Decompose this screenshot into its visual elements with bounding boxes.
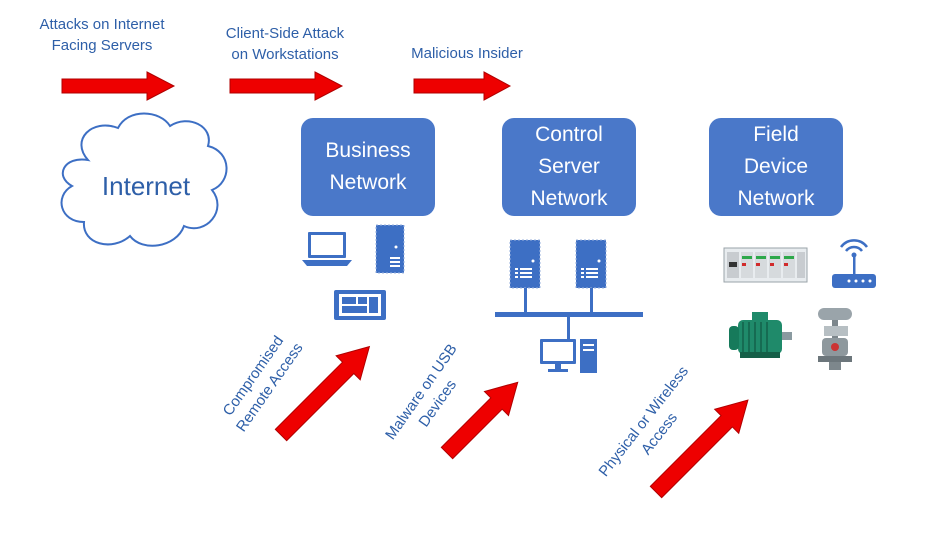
server-icon-control-2 <box>575 239 607 289</box>
plc-rack-icon <box>723 247 808 283</box>
wireless-router-icon <box>832 239 876 288</box>
arrow-usb-devices <box>440 381 519 460</box>
control-server-network-box: Control Server Network <box>502 118 636 216</box>
label-internet-attacks: Attacks on Internet Facing Servers <box>39 16 165 54</box>
arrow-client-side <box>229 71 344 101</box>
network-bus <box>495 288 643 339</box>
laptop-icon <box>302 232 352 266</box>
label-malicious-insider: Malicious Insider <box>411 45 523 62</box>
arrow-physical-access <box>649 399 749 499</box>
tablet-icon <box>334 290 386 320</box>
arrow-internet-attacks <box>61 71 176 101</box>
server-icon-business <box>375 224 405 274</box>
internet-label: Internet <box>101 171 191 201</box>
label-client-side-attack: Client-Side Attack on Workstations <box>225 25 345 63</box>
arrow-remote-access <box>274 345 371 442</box>
internet-cloud <box>60 112 228 247</box>
server-icon-control-1 <box>509 239 541 289</box>
valve-actuator-icon <box>818 308 852 370</box>
workstation-icon <box>540 339 597 373</box>
field-device-network-box: Field Device Network <box>709 118 843 216</box>
arrow-insider <box>413 71 512 101</box>
business-network-box: Business Network <box>301 118 435 216</box>
motor-icon <box>729 312 792 358</box>
